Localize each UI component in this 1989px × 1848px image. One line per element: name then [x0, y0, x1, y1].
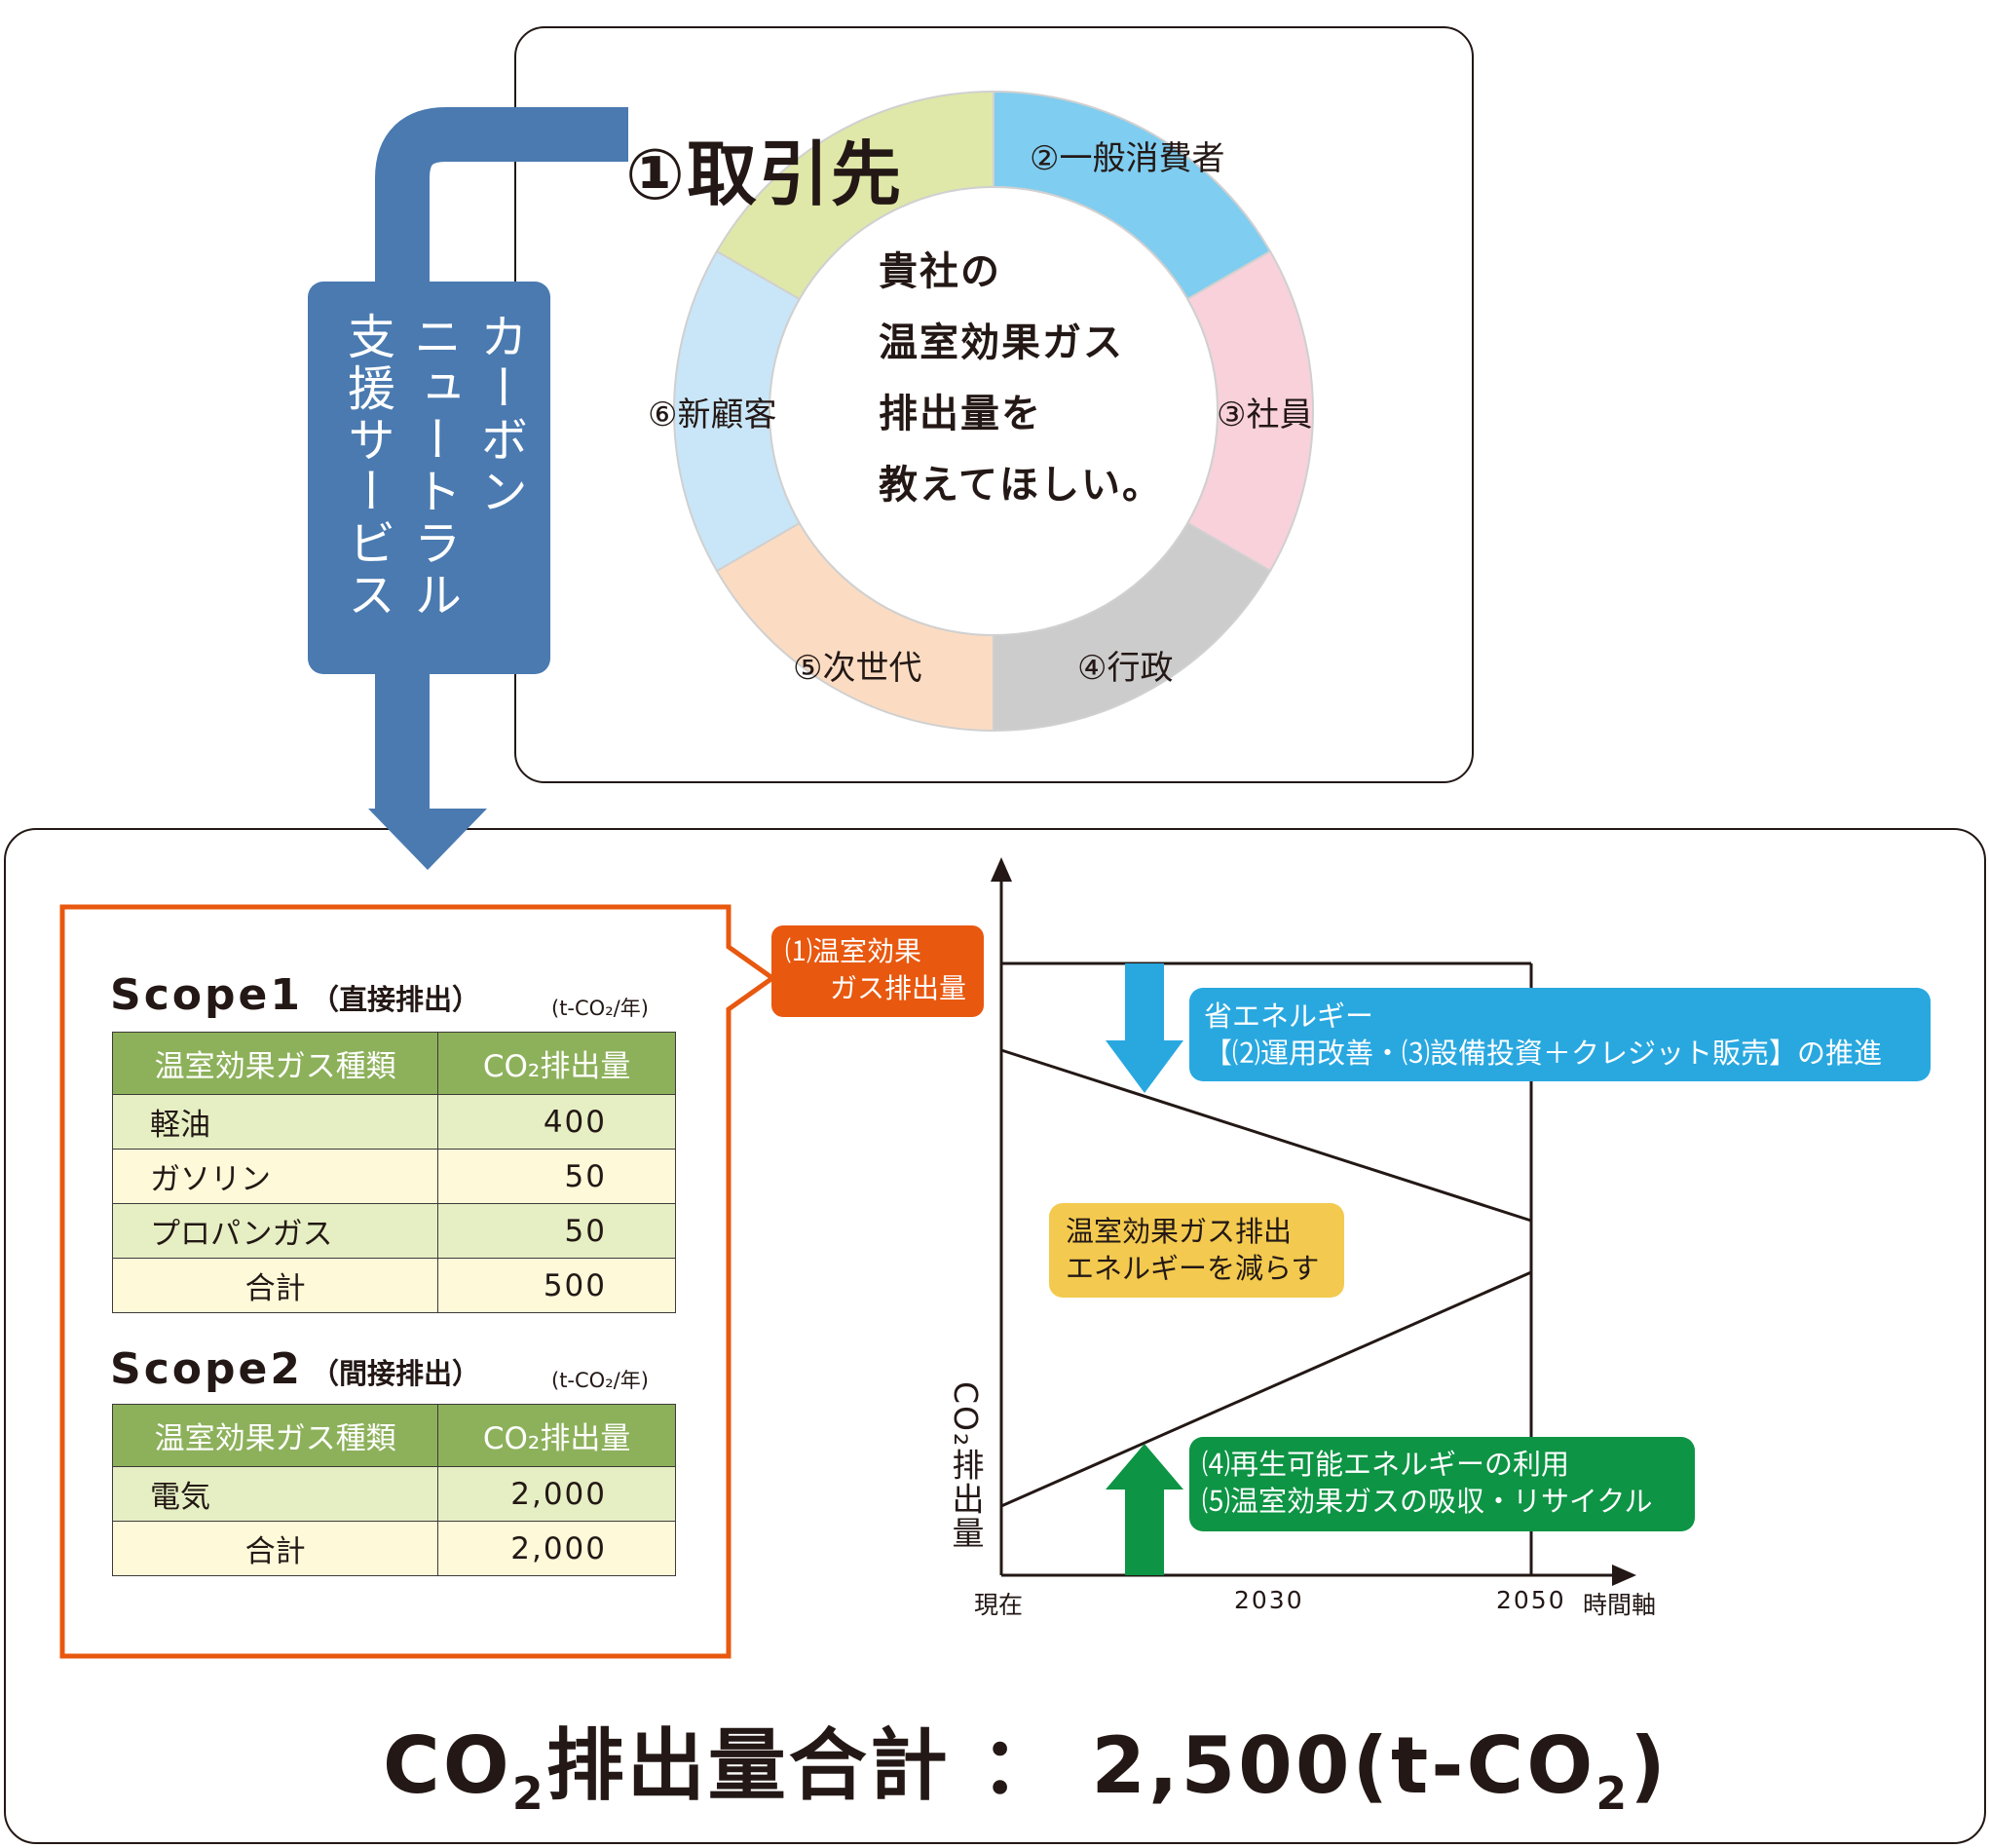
total-value: 2,000	[437, 1521, 676, 1576]
savings-line-1: 省エネルギー	[1204, 999, 1374, 1033]
segment-label-employees: ③社員	[1217, 396, 1313, 434]
reduce-box	[1049, 1203, 1344, 1298]
savings-arrow-head	[1106, 1040, 1183, 1093]
renewable-box-text: ⑷再生可能エネルギーの利用 ⑸温室効果ガスの吸収・リサイクル	[1202, 1446, 1653, 1520]
center-line-2: 温室効果ガス	[879, 321, 1124, 365]
total-sub-1: 2	[511, 1767, 546, 1820]
segment-label-consumers: ②一般消費者	[1030, 139, 1225, 178]
scope2-title: Scope2（間接排出）	[110, 1344, 480, 1394]
center-line-3: 排出量を	[879, 392, 1042, 436]
row-value: 50	[437, 1203, 676, 1259]
savings-box-text: 省エネルギー 【⑵運用改善・⑶設備投資＋クレジット販売】の推進	[1204, 998, 1882, 1072]
row-name: 軽油	[111, 1094, 439, 1150]
scope1-title: Scope1（直接排出）	[110, 970, 480, 1020]
segment-label-new-customers: ⑥新顧客	[648, 396, 777, 434]
total-end: )	[1630, 1720, 1669, 1811]
center-line-4: 教えてほしい。	[879, 463, 1163, 508]
service-box	[308, 282, 550, 674]
table-header-row: 温室効果ガス種類 CO₂排出量	[111, 1032, 676, 1095]
total-label: 合計	[111, 1258, 439, 1313]
total-prefix: CO	[383, 1720, 512, 1811]
x-tick-now: 現在	[974, 1591, 1024, 1619]
scope2-unit: (t-CO₂/年)	[551, 1369, 649, 1392]
savings-line-2: 【⑵運用改善・⑶設備投資＋クレジット販売】の推進	[1204, 1037, 1883, 1070]
renewable-box	[1189, 1437, 1695, 1531]
table-row: プロパンガス 50	[111, 1203, 676, 1259]
scope2-title-text: Scope2	[110, 1344, 303, 1394]
emission-trend-line	[1000, 1048, 1532, 1223]
reduce-box-text: 温室効果ガス排出 エネルギーを減らす	[1066, 1213, 1319, 1287]
row-name: 電気	[111, 1466, 439, 1522]
renewable-line-2: ⑸温室効果ガスの吸収・リサイクル	[1202, 1485, 1653, 1518]
scope1-title-text: Scope1	[110, 970, 303, 1020]
service-label-col2: ニュートラル	[406, 312, 462, 622]
savings-arrow-shaft	[1125, 963, 1164, 1041]
total-emissions: CO2排出量合計 ： 2,500(t-CO2)	[383, 1703, 1669, 1820]
flow-pipe	[375, 107, 628, 809]
x-axis-arrowhead	[1612, 1565, 1636, 1586]
scope1-unit: (t-CO₂/年)	[551, 997, 649, 1020]
reduce-line-2: エネルギーを減らす	[1066, 1252, 1320, 1285]
table-total-row: 合計 2,000	[111, 1521, 676, 1576]
header-gas-type: 温室効果ガス種類	[111, 1032, 439, 1095]
x-tick-2030: 2030	[1234, 1586, 1304, 1614]
scope2-subtitle: （間接排出）	[310, 1357, 480, 1390]
ring-center-text: 貴社の 温室効果ガス 排出量を 教えてほしい。	[879, 237, 1163, 521]
table-row: 軽油 400	[111, 1094, 676, 1150]
row-name: ガソリン	[111, 1149, 439, 1204]
savings-box	[1189, 988, 1931, 1081]
header-co2-amount: CO₂排出量	[437, 1404, 676, 1467]
center-line-1: 貴社の	[879, 249, 1001, 294]
row-name: プロパンガス	[111, 1203, 439, 1259]
emissions-callout	[771, 925, 984, 1017]
table-row: 電気 2,000	[111, 1466, 676, 1522]
scope2-table: 温室効果ガス種類 CO₂排出量 電気 2,000 合計 2,000	[111, 1404, 676, 1576]
header-co2-amount: CO₂排出量	[437, 1032, 676, 1095]
ring-center	[769, 186, 1219, 636]
y-axis-label: CO₂排出量	[947, 1381, 985, 1551]
flow-arrow	[368, 107, 628, 870]
total-value: 500	[437, 1258, 676, 1313]
row-value: 400	[437, 1094, 676, 1150]
renewable-trend-line	[1000, 1270, 1532, 1508]
emissions-callout-line-2: ガス排出量	[829, 972, 966, 1004]
renewable-line-1: ⑷再生可能エネルギーの利用	[1202, 1448, 1570, 1481]
table-row: ガソリン 50	[111, 1149, 676, 1204]
x-axis-label: 時間軸	[1583, 1591, 1657, 1619]
flow-arrowhead	[368, 809, 487, 870]
row-value: 2,000	[437, 1466, 676, 1522]
emissions-callout-line-1: ⑴温室効果	[785, 935, 922, 967]
renewable-arrow-shaft	[1125, 1489, 1164, 1575]
highlight-client-label: ①取引先	[625, 133, 903, 215]
reduce-line-1: 温室効果ガス排出	[1066, 1215, 1293, 1248]
renewable-arrow-head	[1106, 1444, 1183, 1490]
scope1-subtitle: （直接排出）	[310, 983, 480, 1016]
scope1-table: 温室効果ガス種類 CO₂排出量 軽油 400 ガソリン 50 プロパンガス 50…	[111, 1032, 676, 1313]
service-label-col1: カーボン	[472, 312, 528, 518]
emissions-callout-text: ⑴温室効果 ガス排出量	[785, 933, 966, 1007]
service-label-col3: 支援サービス	[340, 312, 395, 622]
co2-chart	[991, 857, 1931, 1586]
total-text: 排出量合計 ： 2,500(t-CO	[545, 1720, 1596, 1811]
segment-label-government: ④行政	[1077, 649, 1174, 688]
stakeholder-ring	[673, 90, 1314, 733]
total-label: 合計	[111, 1521, 439, 1576]
segment-label-next-generation: ⑤次世代	[793, 649, 922, 688]
header-gas-type: 温室効果ガス種類	[111, 1404, 439, 1467]
table-header-row: 温室効果ガス種類 CO₂排出量	[111, 1404, 676, 1467]
total-sub-2: 2	[1595, 1767, 1631, 1820]
x-tick-2050: 2050	[1496, 1586, 1566, 1614]
y-axis-arrowhead	[991, 857, 1012, 882]
table-total-row: 合計 500	[111, 1258, 676, 1313]
row-value: 50	[437, 1149, 676, 1204]
